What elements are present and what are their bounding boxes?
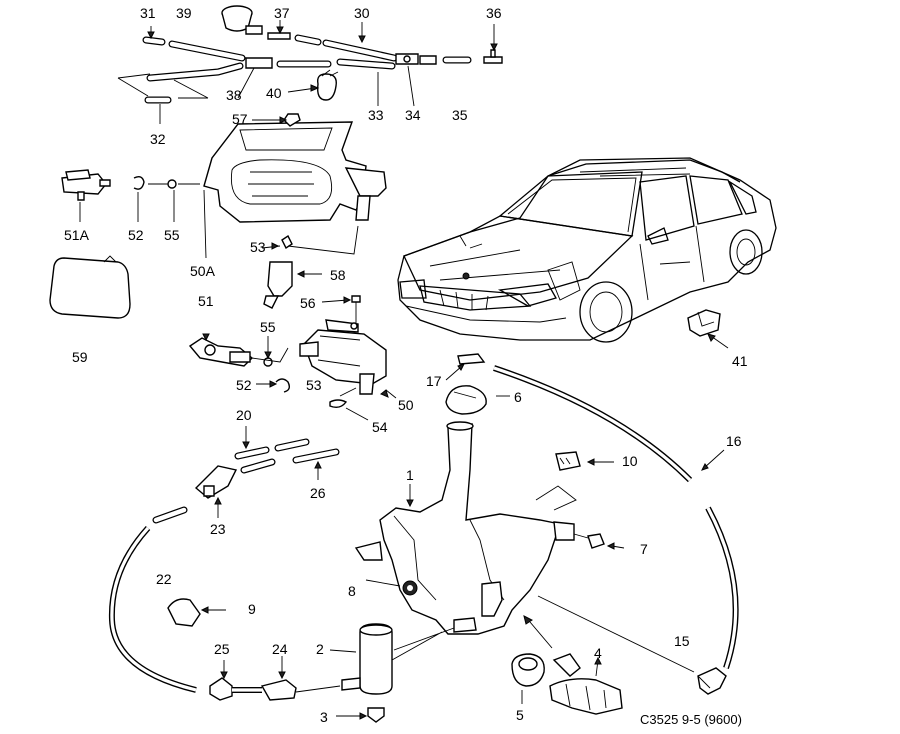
label-26: 26 [310, 485, 326, 501]
label-24: 24 [272, 641, 288, 657]
tube-16 [493, 365, 739, 669]
label-50a: 50A [190, 263, 216, 279]
label-56: 56 [300, 295, 316, 311]
label-36: 36 [486, 5, 502, 21]
label-51a: 51A [64, 227, 90, 243]
label-35: 35 [452, 107, 468, 123]
label-33: 33 [368, 107, 384, 123]
top-hose-assembly [117, 5, 503, 124]
label-2: 2 [316, 641, 324, 657]
label-55-top: 55 [164, 227, 180, 243]
label-22: 22 [156, 571, 172, 587]
label-9: 9 [248, 601, 256, 617]
label-55-mid: 55 [260, 319, 276, 335]
label-59: 59 [72, 349, 88, 365]
label-58: 58 [330, 267, 346, 283]
label-38: 38 [226, 87, 242, 103]
label-41: 41 [732, 353, 748, 369]
washer-reservoir-1 [354, 421, 625, 635]
headlamp-cover-59 [49, 255, 131, 319]
label-7: 7 [640, 541, 648, 557]
clip-41 [687, 309, 729, 349]
level-sensor-4-5 [511, 615, 623, 715]
label-3: 3 [320, 709, 328, 725]
screw-56 [321, 295, 361, 326]
label-20: 20 [236, 407, 252, 423]
label-53-top: 53 [250, 239, 266, 255]
label-40: 40 [266, 85, 282, 101]
label-15: 15 [674, 633, 690, 649]
label-37: 37 [274, 5, 290, 21]
lower-left-hoses [108, 426, 341, 701]
label-54: 54 [372, 419, 388, 435]
label-10: 10 [622, 453, 638, 469]
part-labels: 31 39 37 30 36 38 40 32 33 34 35 57 51A … [64, 5, 748, 727]
label-34: 34 [405, 107, 421, 123]
label-52-top: 52 [128, 227, 144, 243]
label-51: 51 [198, 293, 214, 309]
label-5: 5 [516, 707, 524, 723]
label-57: 57 [232, 111, 248, 127]
label-52-mid: 52 [236, 377, 252, 393]
label-23: 23 [210, 521, 226, 537]
label-6: 6 [514, 389, 522, 405]
connector-15 [537, 595, 727, 695]
headlamp-washer-nozzle-50a [203, 113, 387, 223]
washer-pump-2 [329, 623, 455, 723]
headlamp-washer-nozzle-50 [299, 319, 397, 421]
label-50: 50 [398, 397, 414, 413]
label-17: 17 [426, 373, 442, 389]
nozzle-connector-58 [261, 225, 359, 309]
label-30: 30 [354, 5, 370, 21]
filler-cap-6 [445, 353, 510, 415]
label-16: 16 [726, 433, 742, 449]
label-4: 4 [594, 645, 602, 661]
label-39: 39 [176, 5, 192, 21]
washer-pump-51a [61, 169, 207, 259]
label-53-mid: 53 [306, 377, 322, 393]
car-illustration [397, 157, 777, 343]
washer-pump-51 [188, 333, 291, 393]
label-32: 32 [150, 131, 166, 147]
label-25: 25 [214, 641, 230, 657]
label-8: 8 [348, 583, 356, 599]
label-31: 31 [140, 5, 156, 21]
label-1: 1 [406, 467, 414, 483]
diagram-code: C3525 9-5 (9600) [640, 712, 742, 727]
